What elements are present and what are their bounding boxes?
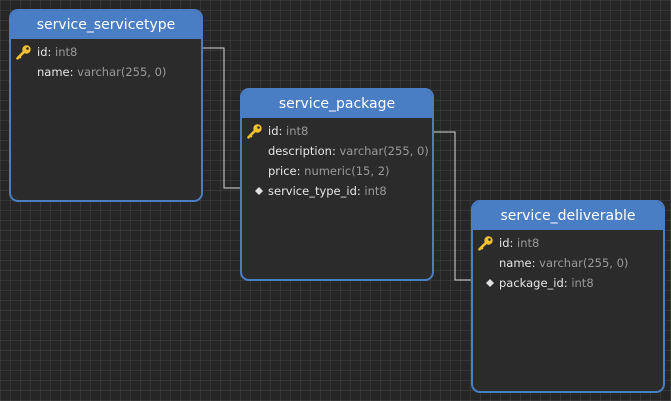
table-service-deliverable[interactable]: service_deliverable id: int8 name: varch…: [471, 200, 665, 393]
table-title: service_package: [242, 90, 432, 118]
field-row[interactable]: service_type_id: int8: [242, 181, 432, 201]
link-package-to-servicetype: [201, 47, 241, 189]
field-list: id: int8 name: varchar(255, 0): [11, 39, 201, 82]
field-list: id: int8 name: varchar(255, 0) package_i…: [473, 230, 663, 293]
key-icon: [477, 235, 495, 251]
table-service-package[interactable]: service_package id: int8 description: va…: [240, 88, 434, 281]
field-row[interactable]: id: int8: [242, 121, 432, 141]
field-name: id: [37, 45, 48, 59]
field-type: int8: [517, 236, 540, 250]
diamond-icon: [246, 183, 264, 199]
field-type: numeric(15, 2): [304, 164, 390, 178]
diamond-icon: [477, 275, 495, 291]
field-name: name: [37, 65, 70, 79]
field-type: varchar(255, 0): [77, 65, 167, 79]
key-icon: [246, 123, 264, 139]
field-row[interactable]: id: int8: [11, 42, 201, 62]
field-row[interactable]: description: varchar(255, 0): [268, 144, 429, 158]
field-name: description: [268, 144, 332, 158]
key-icon: [15, 44, 33, 60]
field-row[interactable]: id: int8: [473, 233, 663, 253]
field-name: name: [499, 256, 532, 270]
field-row[interactable]: name: varchar(255, 0): [37, 65, 167, 79]
field-row[interactable]: name: varchar(255, 0): [499, 256, 629, 270]
field-type: int8: [55, 45, 78, 59]
field-name: id: [268, 124, 279, 138]
field-row[interactable]: package_id: int8: [473, 273, 663, 293]
link-deliverable-to-package: [432, 131, 472, 281]
field-type: varchar(255, 0): [339, 144, 429, 158]
table-title: service_servicetype: [11, 11, 201, 39]
field-type: int8: [571, 276, 594, 290]
field-type: int8: [286, 124, 309, 138]
field-row[interactable]: price: numeric(15, 2): [268, 164, 390, 178]
field-name: service_type_id: [268, 184, 357, 198]
table-title: service_deliverable: [473, 202, 663, 230]
table-service-servicetype[interactable]: service_servicetype id: int8 name: varch…: [9, 9, 203, 202]
field-name: price: [268, 164, 297, 178]
field-type: varchar(255, 0): [539, 256, 629, 270]
field-type: int8: [364, 184, 387, 198]
field-list: id: int8 description: varchar(255, 0) pr…: [242, 118, 432, 201]
field-name: id: [499, 236, 510, 250]
field-name: package_id: [499, 276, 564, 290]
